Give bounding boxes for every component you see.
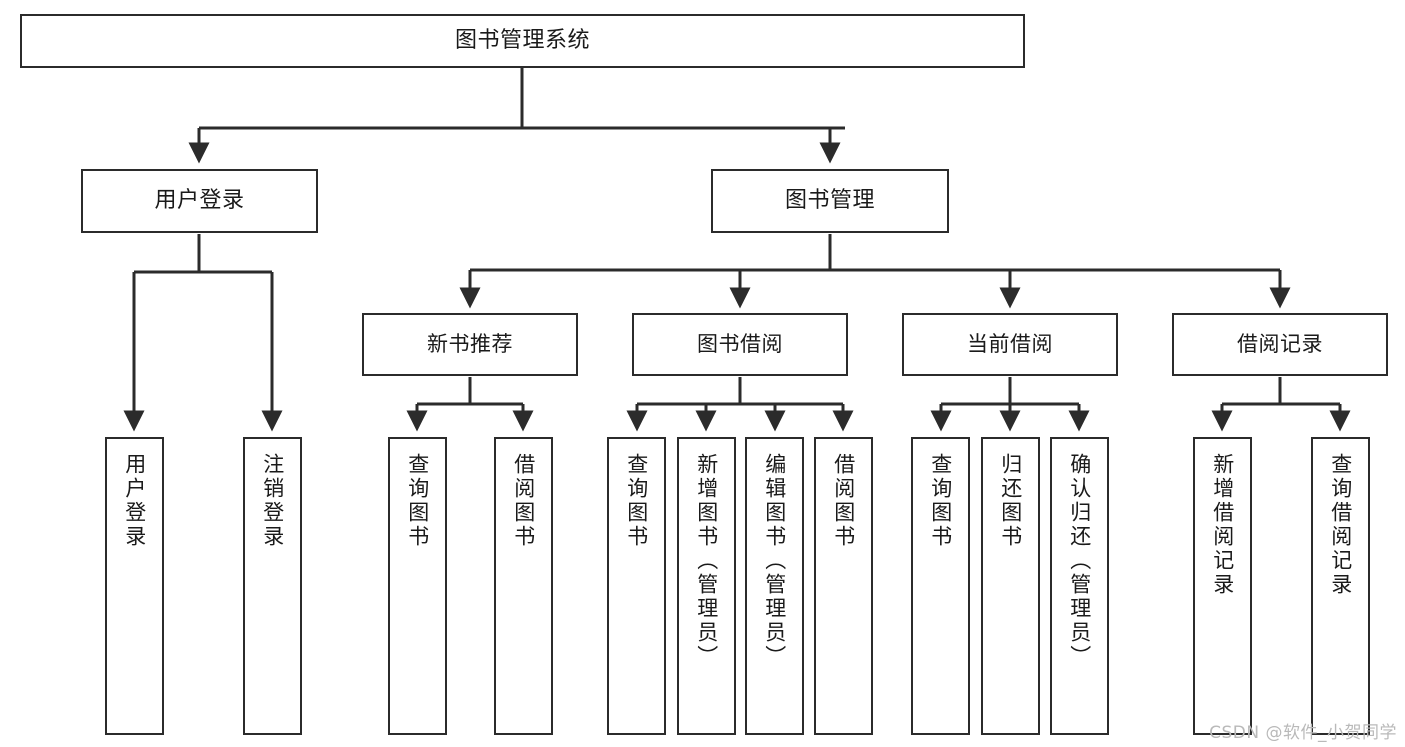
node-label: 图书管理系统 xyxy=(454,28,590,54)
node-leaf-bookborrow-add-book-admin[interactable]: 新增图书（管理员） xyxy=(677,437,736,735)
node-label: 图书借阅 xyxy=(697,332,783,357)
node-label: 借阅图书 xyxy=(831,453,856,549)
node-label: 借阅记录 xyxy=(1237,332,1323,357)
node-borrow-record[interactable]: 借阅记录 xyxy=(1172,313,1388,376)
node-current-borrow[interactable]: 当前借阅 xyxy=(902,313,1118,376)
node-label: 新书推荐 xyxy=(427,332,513,357)
node-label: 借阅图书 xyxy=(511,453,536,549)
node-leaf-currentborrow-confirm-return-admin[interactable]: 确认归还（管理员） xyxy=(1050,437,1109,735)
node-user-login[interactable]: 用户登录 xyxy=(81,169,318,233)
node-label: 确认归还（管理员） xyxy=(1067,453,1092,669)
node-leaf-bookborrow-borrow-book[interactable]: 借阅图书 xyxy=(814,437,873,735)
node-label: 图书管理 xyxy=(784,188,875,214)
node-leaf-newbook-borrow-book[interactable]: 借阅图书 xyxy=(494,437,553,735)
node-label: 注销登录 xyxy=(260,453,285,549)
node-leaf-user-login-signin[interactable]: 用户登录 xyxy=(105,437,164,735)
node-leaf-bookborrow-query-book[interactable]: 查询图书 xyxy=(607,437,666,735)
node-leaf-borrowrecord-query-record[interactable]: 查询借阅记录 xyxy=(1311,437,1370,735)
node-leaf-currentborrow-return-book[interactable]: 归还图书 xyxy=(981,437,1040,735)
node-new-book-recommend[interactable]: 新书推荐 xyxy=(362,313,578,376)
node-label: 编辑图书（管理员） xyxy=(762,453,787,669)
watermark: CSDN @软件_小贺同学 xyxy=(1209,723,1397,743)
node-label: 归还图书 xyxy=(998,453,1023,549)
node-leaf-newbook-query-book[interactable]: 查询图书 xyxy=(388,437,447,735)
node-label: 用户登录 xyxy=(122,453,147,549)
node-label: 新增借阅记录 xyxy=(1210,453,1235,597)
node-label: 用户登录 xyxy=(154,188,245,214)
node-leaf-user-login-signout[interactable]: 注销登录 xyxy=(243,437,302,735)
node-label: 查询图书 xyxy=(624,453,649,549)
node-book-borrow[interactable]: 图书借阅 xyxy=(632,313,848,376)
node-label: 查询图书 xyxy=(928,453,953,549)
node-label: 查询借阅记录 xyxy=(1328,453,1353,597)
node-root-book-management-system[interactable]: 图书管理系统 xyxy=(20,14,1025,68)
node-leaf-currentborrow-query-book[interactable]: 查询图书 xyxy=(911,437,970,735)
node-leaf-bookborrow-edit-book-admin[interactable]: 编辑图书（管理员） xyxy=(745,437,804,735)
node-label: 当前借阅 xyxy=(967,332,1053,357)
node-book-management[interactable]: 图书管理 xyxy=(711,169,949,233)
node-leaf-borrowrecord-add-record[interactable]: 新增借阅记录 xyxy=(1193,437,1252,735)
node-label: 新增图书（管理员） xyxy=(694,453,719,669)
node-label: 查询图书 xyxy=(405,453,430,549)
